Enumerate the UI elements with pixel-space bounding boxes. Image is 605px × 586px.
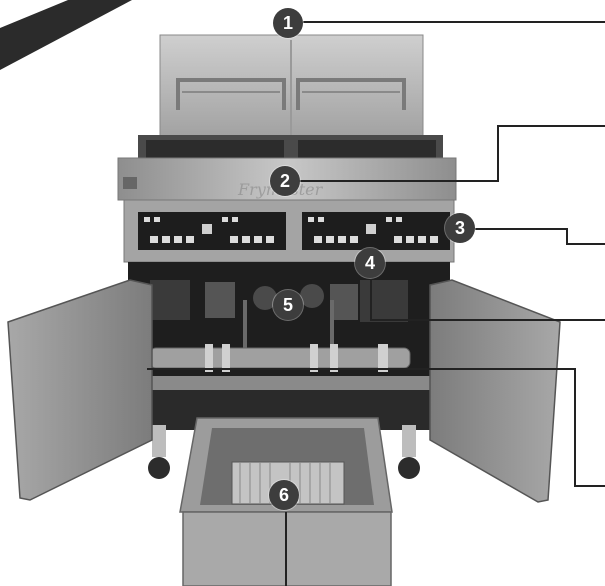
corner-ribbon <box>0 0 132 70</box>
callout-6: 6 <box>269 480 299 510</box>
callout-2: 2 <box>270 166 300 196</box>
callout-5: 5 <box>273 290 303 320</box>
leader-lines <box>147 21 605 586</box>
drain-valve-assembly <box>149 344 411 372</box>
casters <box>148 425 420 479</box>
left-cabinet-door <box>7 279 153 501</box>
callout-4: 4 <box>355 248 385 278</box>
dual-controllers <box>123 199 455 263</box>
callout-3: 3 <box>445 213 475 243</box>
cabinet-lower-rail <box>140 376 430 390</box>
callout-1: 1 <box>273 8 303 38</box>
frypot-backsplash <box>138 34 443 163</box>
right-cabinet-door <box>429 279 561 503</box>
